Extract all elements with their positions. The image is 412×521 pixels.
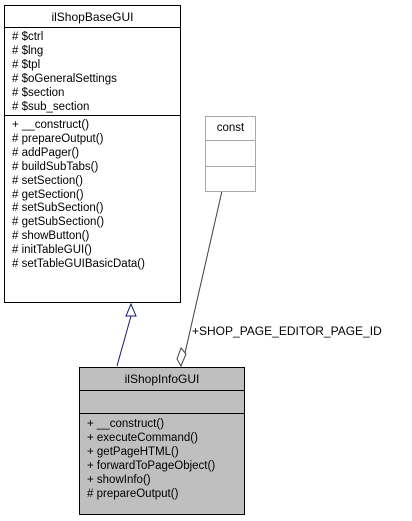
- attribute: # $ctrl: [12, 31, 44, 43]
- aggregation-diamond-icon: [176, 347, 187, 368]
- method: # setSubSection(): [12, 202, 104, 215]
- method: + getPageHTML(): [87, 445, 179, 458]
- association-label: +SHOP_PAGE_EDITOR_PAGE_ID: [192, 324, 382, 338]
- association-line: [184, 190, 223, 354]
- method: # setSection(): [12, 174, 83, 187]
- attribute: # $tpl: [12, 58, 41, 71]
- method: # getSection(): [12, 188, 84, 201]
- method: + __construct(): [87, 418, 165, 430]
- attribute: # $oGeneralSettings: [12, 72, 117, 85]
- method: # initTableGUI(): [12, 244, 92, 257]
- class-title: ilShopInfoGUI: [124, 372, 200, 386]
- method: # buildSubTabs(): [12, 160, 99, 173]
- attribute: # $section: [12, 86, 65, 99]
- method: + executeCommand(): [87, 431, 198, 444]
- class-title: ilShopBaseGUI: [51, 10, 134, 24]
- attributes-section: [206, 140, 255, 166]
- method: # addPager(): [12, 146, 80, 159]
- methods-section: [206, 166, 255, 190]
- attributes-section: # $ctrl # $lng # $tpl # $oGeneralSetting…: [5, 27, 180, 115]
- method: # showButton(): [12, 230, 90, 243]
- methods-section: + __construct() # prepareOutput() # addP…: [5, 115, 180, 275]
- method: + __construct(): [12, 119, 90, 131]
- method: # getSubSection(): [12, 216, 105, 229]
- methods-section: + __construct() + executeCommand() + get…: [80, 413, 244, 504]
- method: # prepareOutput(): [12, 132, 104, 145]
- class-ilshopbasegui: ilShopBaseGUI # $ctrl # $lng # $tpl # $o…: [4, 5, 181, 303]
- attribute: # $sub_section: [12, 100, 90, 113]
- method: # prepareOutput(): [87, 487, 179, 500]
- attributes-section: [80, 390, 244, 413]
- inheritance-arrowhead: [125, 302, 137, 317]
- method: + showInfo(): [87, 473, 151, 486]
- method: # setTableGUIBasicData(): [12, 258, 145, 271]
- method: + forwardToPageObject(): [87, 459, 216, 472]
- class-title: const: [216, 122, 245, 134]
- class-ilshopinfogui: ilShopInfoGUI + __construct() + executeC…: [79, 367, 245, 515]
- inheritance-line: [116, 315, 132, 367]
- class-const: const: [205, 116, 256, 192]
- attribute: # $lng: [12, 44, 44, 57]
